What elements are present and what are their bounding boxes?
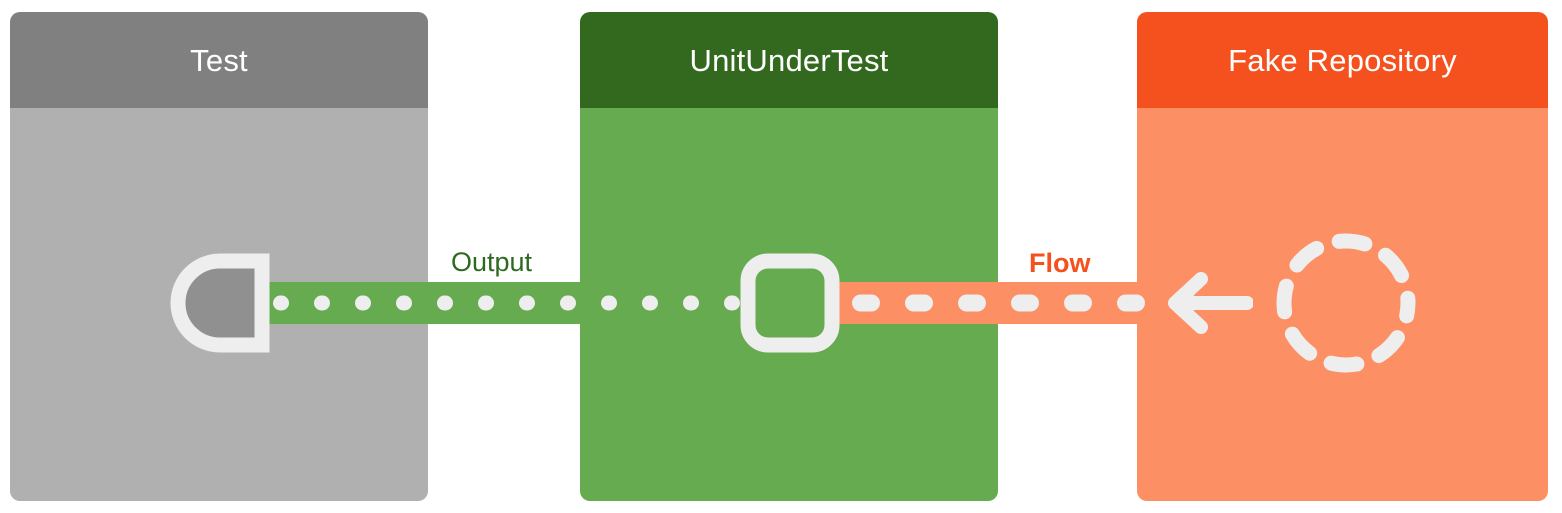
connector-dot [478, 295, 494, 311]
lifeline-test-header: Test [10, 12, 428, 108]
connector-dot [1117, 294, 1145, 312]
connector-dot [437, 295, 453, 311]
connector-dot [396, 295, 412, 311]
connector-flow[interactable] [838, 282, 1198, 324]
connector-dot [355, 295, 371, 311]
connector-dot [642, 295, 658, 311]
connector-flow-dots [838, 282, 1198, 324]
connector-dot [1064, 294, 1092, 312]
connector-dot [273, 295, 289, 311]
connector-dot [683, 295, 699, 311]
edge-label-output: Output [451, 247, 533, 277]
arrow-left-icon [1163, 270, 1254, 336]
connector-dot [314, 295, 330, 311]
dashed-circle-icon [1265, 222, 1427, 384]
edge-label-flow: Flow [1029, 248, 1091, 278]
connector-dot [852, 294, 880, 312]
connector-dot [560, 295, 576, 311]
lifeline-fake-repository-header: Fake Repository [1137, 12, 1548, 108]
connector-dot [958, 294, 986, 312]
connector-dot [1011, 294, 1039, 312]
lifeline-unit-under-test-header: UnitUnderTest [580, 12, 998, 108]
connector-dot [905, 294, 933, 312]
connector-dot [519, 295, 535, 311]
rounded-square-icon[interactable] [740, 253, 840, 353]
lifeline-test-title: Test [190, 42, 248, 78]
connector-dot [724, 295, 740, 311]
lifeline-fake-repository-title: Fake Repository [1228, 42, 1457, 78]
connector-dot [601, 295, 617, 311]
lifeline-unit-under-test-title: UnitUnderTest [689, 42, 889, 78]
provided-interface-socket-icon[interactable] [170, 253, 270, 353]
